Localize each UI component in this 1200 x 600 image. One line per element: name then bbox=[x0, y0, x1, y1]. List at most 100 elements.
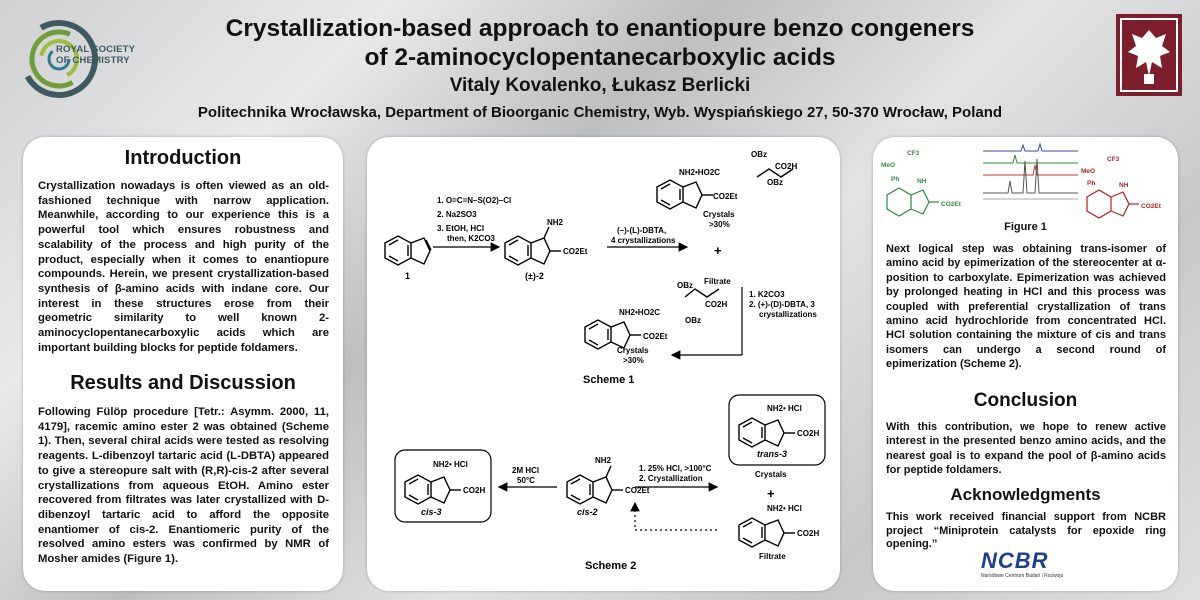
scheme2-reagent-right2: 2. Crystallization bbox=[639, 474, 703, 483]
scheme-panel: 1 1. O=C=N–S(O2)–Cl 2. Na2SO3 3. EtOH, H… bbox=[367, 137, 840, 591]
scheme1-plus: + bbox=[714, 243, 722, 258]
reagent1-step2: 2. Na2SO3 bbox=[437, 210, 477, 219]
figure1-drawing: CF3 MeO Ph NH CO2Et CF3 MeO Ph NH CO2Et bbox=[881, 142, 1162, 219]
filtrate-hcl: NH2• HCl bbox=[767, 504, 802, 513]
scheme2-reagent-left2: 50°C bbox=[517, 476, 535, 485]
mosher-right-meo: MeO bbox=[1081, 168, 1095, 175]
compound-1-structure bbox=[384, 235, 432, 266]
scheme1-reagents1: 1. O=C=N–S(O2)–Cl 2. Na2SO3 3. EtOH, HCl… bbox=[437, 196, 511, 243]
title-line1: Crystallization-based approach to enanti… bbox=[225, 15, 975, 42]
conclusion-heading: Conclusion bbox=[973, 390, 1078, 411]
schemes-drawing: 1 1. O=C=N–S(O2)–Cl 2. Na2SO3 3. EtOH, H… bbox=[384, 150, 826, 572]
introduction-heading: Introduction bbox=[124, 147, 242, 169]
mosher-right-co2et: CO2Et bbox=[1141, 203, 1162, 210]
reagent1-step3b: then, K2CO3 bbox=[447, 234, 496, 243]
crystals-bottom-label: Crystals bbox=[617, 346, 649, 355]
pwr-logo bbox=[1116, 14, 1182, 96]
scheme2-filtrate-structure bbox=[738, 517, 795, 548]
salt-bottom-co2h: CO2H bbox=[705, 300, 727, 309]
crystals-bottom-yield: >30% bbox=[623, 356, 644, 365]
introduction-text: Crystallization nowadays is often viewed… bbox=[38, 180, 329, 354]
conclusion-text: With this contribution, we hope to renew… bbox=[886, 421, 1166, 477]
mosher-amide-right bbox=[1086, 189, 1139, 219]
epimerization-text: Next logical step was obtaining trans-is… bbox=[886, 243, 1166, 371]
compound-1-label: 1 bbox=[405, 271, 410, 281]
crystals-top-label: Crystals bbox=[703, 210, 735, 219]
compound-2-label: (±)-2 bbox=[525, 271, 544, 281]
ncbr-logo: NCBR Narodowe Centrum Badań i Rozwoju bbox=[981, 549, 1081, 585]
rsc-logo-text: ROYAL SOCIETY OF CHEMISTRY bbox=[56, 44, 135, 66]
trans-3-co2h: CO2H bbox=[797, 429, 819, 438]
results-text: Following Fülöp procedure [Tetr.: Asymm.… bbox=[38, 406, 329, 566]
salt-bottom-obz1: OBz bbox=[677, 281, 693, 290]
acknowledgments-text: This work received financial support fro… bbox=[886, 511, 1166, 550]
scheme1-salt-bottom bbox=[584, 288, 720, 350]
salt-bottom-prefix: NH2•HO2C bbox=[619, 308, 660, 317]
left-panel: Introduction Crystallization nowadays is… bbox=[23, 137, 343, 591]
reagent1-step1: 1. O=C=N–S(O2)–Cl bbox=[437, 196, 511, 205]
scheme2-caption: Scheme 2 bbox=[585, 560, 636, 572]
scheme1-filtrate: Filtrate bbox=[704, 277, 731, 286]
ncbr-logo-text: NCBR bbox=[981, 548, 1049, 573]
nmr-spectra bbox=[983, 142, 1078, 200]
reagent1-step3: 3. EtOH, HCl bbox=[437, 224, 484, 233]
scheme2-crystals: Crystals bbox=[755, 470, 787, 479]
scheme1-caption: Scheme 1 bbox=[583, 374, 634, 386]
trans-3-hcl: NH2• HCl bbox=[767, 404, 802, 413]
cis-3-label: cis-3 bbox=[421, 507, 442, 517]
compound-2-nh2: NH2 bbox=[547, 218, 564, 227]
right-panel: CF3 MeO Ph NH CO2Et CF3 MeO Ph NH CO2Et … bbox=[873, 137, 1178, 591]
rsc-logo-line2: OF CHEMISTRY bbox=[56, 55, 130, 66]
rsc-logo-line1: ROYAL SOCIETY bbox=[56, 44, 136, 55]
scheme2-reagent-left1: 2M HCl bbox=[512, 466, 539, 475]
reagent2-line1: (–)-(L)-DBTA, bbox=[617, 226, 666, 235]
mosher-amide-left bbox=[886, 187, 939, 217]
mosher-right-nh: NH bbox=[1119, 182, 1129, 189]
reagent3-line3: crystallizations bbox=[759, 310, 817, 319]
mosher-left-nh: NH bbox=[917, 178, 927, 185]
cis-2-structure bbox=[566, 465, 623, 505]
cis-3-hcl: NH2• HCl bbox=[433, 460, 468, 469]
salt-top-co2et: CO2Et bbox=[713, 192, 738, 201]
crystals-top-yield: >30% bbox=[709, 220, 730, 229]
salt-top-obz1: OBz bbox=[751, 150, 767, 159]
cis-3-box bbox=[394, 449, 492, 523]
compound-2-co2et: CO2Et bbox=[563, 247, 588, 256]
mosher-right-ph: Ph bbox=[1087, 180, 1095, 187]
scheme2-reagent-right1: 1. 25% HCl, >100°C bbox=[639, 464, 712, 473]
mosher-left-cf3: CF3 bbox=[907, 150, 920, 157]
poster-title: Crystallization-based approach to enanti… bbox=[160, 14, 1040, 72]
scheme1-salt-top bbox=[656, 168, 794, 210]
cis-2-label: cis-2 bbox=[577, 507, 598, 517]
mosher-left-co2et: CO2Et bbox=[941, 201, 962, 208]
mosher-left-ph: Ph bbox=[891, 176, 899, 183]
mosher-right-cf3: CF3 bbox=[1107, 156, 1120, 163]
rsc-logo: ROYAL SOCIETY OF CHEMISTRY bbox=[14, 14, 149, 104]
scheme2-recycle-arrow bbox=[630, 501, 717, 531]
salt-top-co2h: CO2H bbox=[775, 162, 797, 171]
title-line2: of 2-aminocyclopentanecarboxylic acids bbox=[364, 44, 836, 71]
cis-2-nh2: NH2 bbox=[595, 456, 612, 465]
trans-3-structure bbox=[738, 417, 795, 448]
authors: Vitaly Kovalenko, Łukasz Berlicki bbox=[449, 75, 751, 96]
ncbr-logo-subtext: Narodowe Centrum Badań i Rozwoju bbox=[981, 573, 1064, 579]
trans-3-label: trans-3 bbox=[757, 449, 787, 459]
salt-top-prefix: NH2•HO2C bbox=[679, 168, 720, 177]
salt-bottom-co2et: CO2Et bbox=[643, 332, 668, 341]
results-heading: Results and Discussion bbox=[70, 372, 296, 394]
reagent3-line1: 1. K2CO3 bbox=[749, 290, 785, 299]
mosher-left-meo: MeO bbox=[881, 162, 895, 169]
reagent2-line2: 4 crystallizations bbox=[611, 236, 676, 245]
affiliation: Politechnika Wrocławska, Department of B… bbox=[197, 104, 1003, 121]
poster-header: ROYAL SOCIETY OF CHEMISTRY Crystallizati… bbox=[0, 0, 1200, 140]
figure1-caption: Figure 1 bbox=[1004, 221, 1047, 233]
salt-top-obz2: OBz bbox=[767, 178, 783, 187]
reagent3-line2: 2. (+)-(D)-DBTA, 3 bbox=[749, 300, 815, 309]
compound-2-structure bbox=[504, 226, 561, 266]
scheme2-filtrate: Filtrate bbox=[759, 552, 786, 561]
trans-3-box bbox=[728, 394, 826, 466]
cis-2-co2et: CO2Et bbox=[625, 486, 650, 495]
acknowledgments-heading: Acknowledgments bbox=[950, 485, 1101, 504]
scheme2-plus: + bbox=[767, 486, 775, 501]
cis-3-co2h: CO2H bbox=[463, 486, 485, 495]
